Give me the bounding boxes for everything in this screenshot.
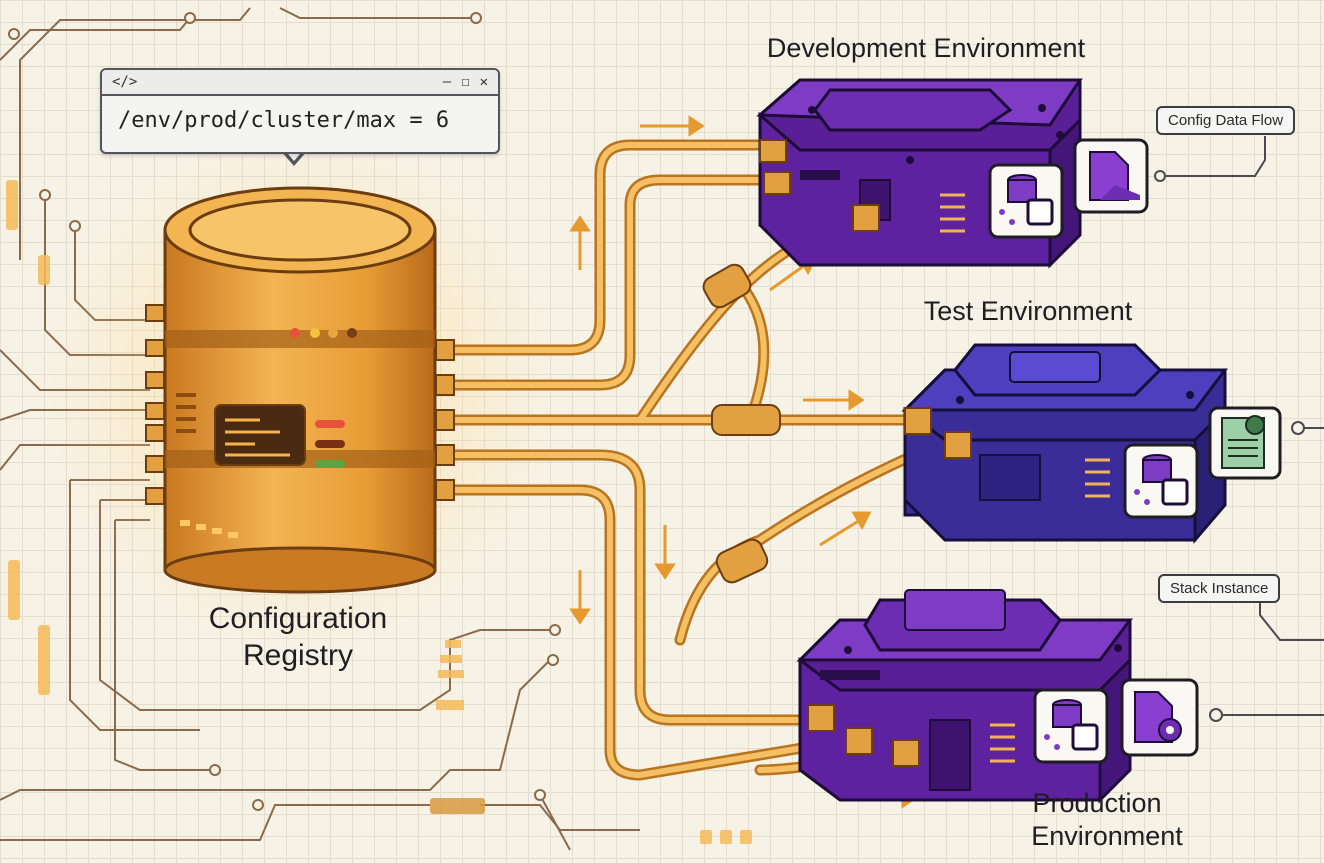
registry-label-line2: Registry [243,639,353,672]
code-window-titlebar: </> — ☐ ✕ [102,70,498,96]
close-icon[interactable]: ✕ [479,74,488,90]
prod-database-sync-icon [1033,688,1109,764]
registry-label-line1: Configuration [209,602,387,635]
code-window: </> — ☐ ✕ /env/prod/cluster/max = 6 [100,68,500,154]
prod-settings-document-icon [1120,678,1199,757]
test-database-sync-icon [1123,443,1199,519]
stack-instance-callout: Stack Instance [1158,574,1281,603]
configuration-registry-database [145,186,455,594]
code-line: /env/prod/cluster/max = 6 [118,108,450,133]
prod-env-label-line1: Production [1032,788,1161,818]
maximize-icon[interactable]: ☐ [461,74,470,90]
test-config-document-icon [1208,406,1282,480]
circuit-nodes-left [8,12,561,811]
config-data-flow-callout: Config Data Flow [1156,106,1296,135]
code-tag-icon: </> [112,74,138,90]
led-strips-left [6,180,752,844]
test-env-label: Test Environment [924,296,1133,326]
connector-nodes-right [1154,170,1305,722]
flow-arrows [569,115,918,809]
pipe-couplers [702,263,781,584]
dev-env-label: Development Environment [767,33,1086,63]
circuit-traces-right [1166,136,1324,716]
production-server [796,589,1133,804]
dev-document-icon [1073,138,1149,214]
dev-database-sync-icon [988,163,1064,239]
minimize-icon[interactable]: — [442,74,452,90]
window-controls: — ☐ ✕ [443,74,488,90]
prod-env-label-line2: Environment [1031,821,1183,851]
